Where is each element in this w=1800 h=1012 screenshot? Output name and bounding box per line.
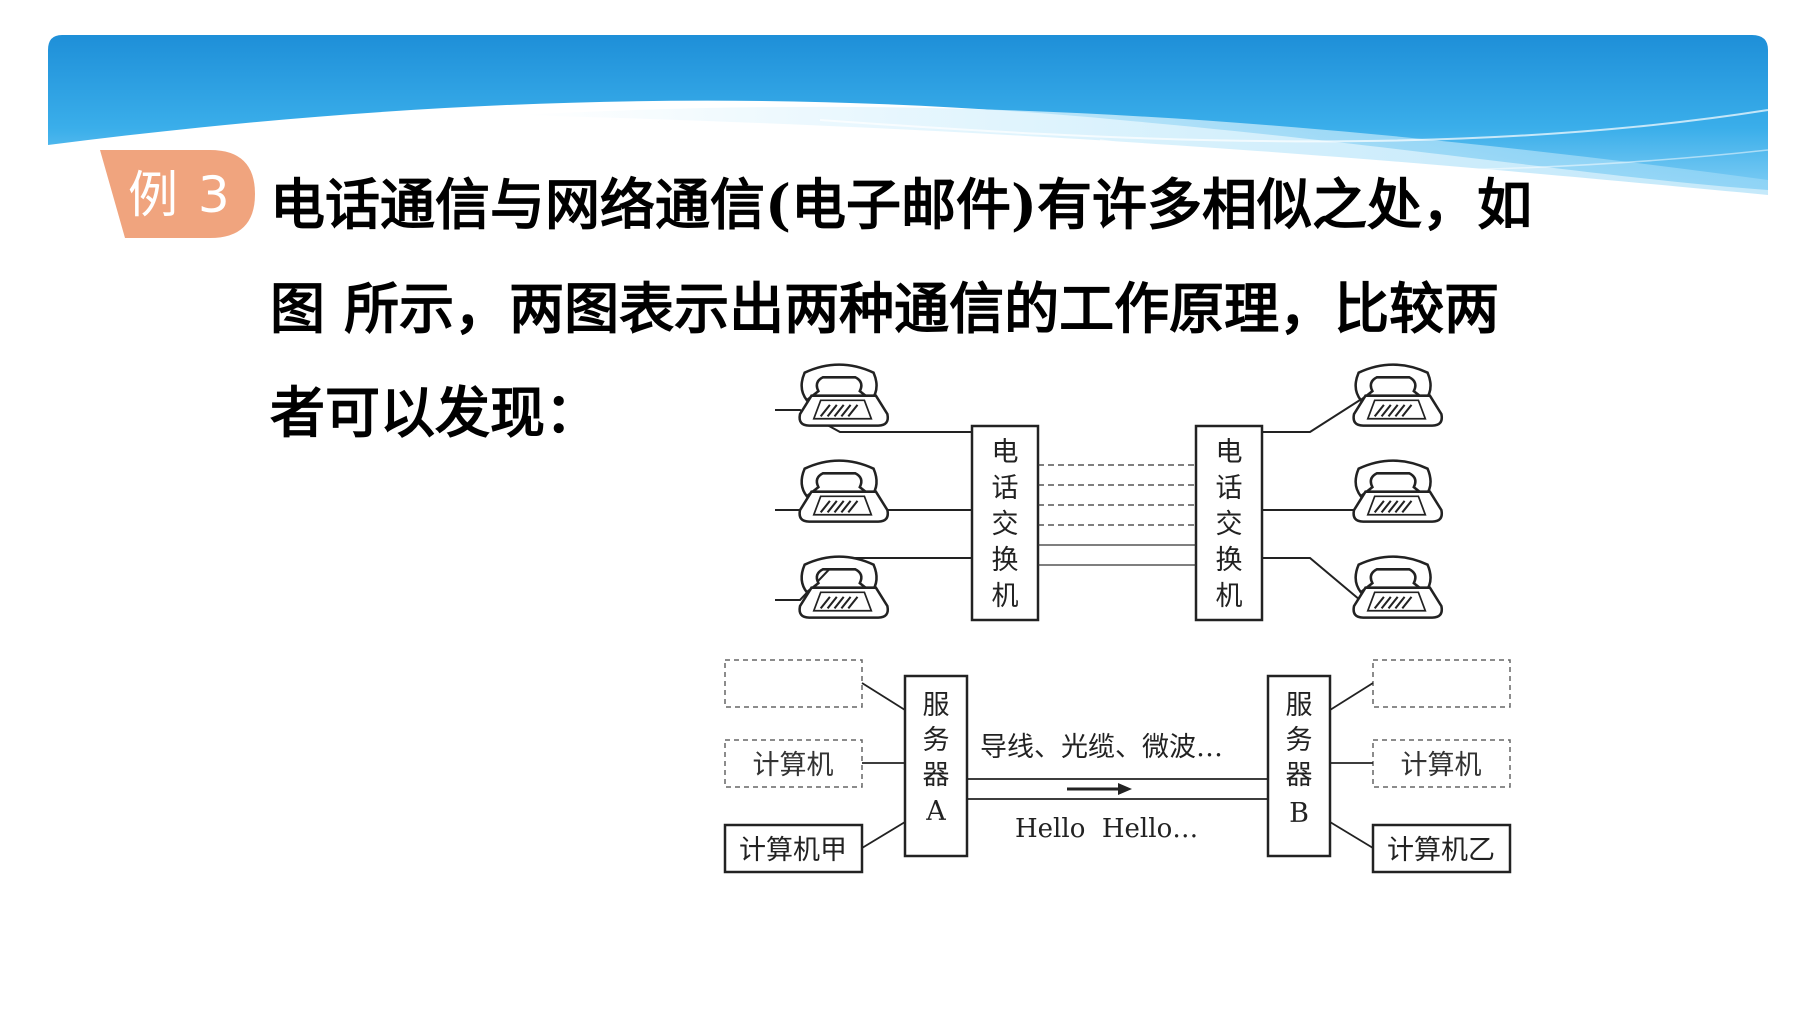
server-a-char: 务 xyxy=(923,725,950,756)
computer-box-dashed xyxy=(724,739,863,788)
link-label: 导线、光缆、微波… xyxy=(980,732,1223,763)
arrow-right-icon xyxy=(1067,783,1132,795)
computer-yi-label: 计算机乙 xyxy=(1387,835,1495,866)
switch-right-char: 电 xyxy=(1216,437,1243,468)
question-line-1: 电话通信与网络通信(电子邮件)有许多相似之处，如 xyxy=(270,172,1533,237)
server-b-char: B xyxy=(1289,798,1309,829)
banner-shape xyxy=(48,35,1768,190)
switch-left-char: 话 xyxy=(992,473,1019,504)
switch-right-char: 交 xyxy=(1216,509,1243,540)
server-a-char: 器 xyxy=(923,760,950,791)
communication-diagram: 电 话 交 换 机 电 话 交 换 机 xyxy=(723,363,1512,874)
server-a-char: 服 xyxy=(923,690,950,721)
banner-wave xyxy=(520,106,1768,195)
switch-right-box xyxy=(1194,424,1264,622)
question-line-2: 图 所示，两图表示出两种通信的工作原理，比较两 xyxy=(270,276,1500,341)
telephone-icon xyxy=(1352,363,1444,427)
server-b-box xyxy=(1266,674,1332,858)
telephone-icon xyxy=(798,363,890,427)
computer-wires xyxy=(861,682,1374,849)
computer-label: 计算机 xyxy=(1401,750,1482,781)
switch-right-char: 机 xyxy=(1216,581,1243,612)
computer-label: 计算机 xyxy=(753,750,834,781)
switch-left-char: 换 xyxy=(992,545,1019,576)
computer-network: 服 务 器 A 服 务 器 B 导线、光缆、微波… Hello Hello… 计… xyxy=(723,659,1512,874)
switch-right-char: 话 xyxy=(1216,473,1243,504)
computer-yi-box xyxy=(1371,823,1512,874)
telephone-icon xyxy=(1352,555,1444,619)
example-tag-label: 例 3 xyxy=(128,166,232,224)
telephone-network: 电 话 交 换 机 电 话 交 换 机 xyxy=(775,363,1444,622)
telephone-icon xyxy=(798,555,890,619)
switch-left-char: 交 xyxy=(992,509,1019,540)
server-a-box xyxy=(903,674,969,858)
computer-box-dashed xyxy=(1372,659,1511,708)
switch-left-char: 机 xyxy=(992,581,1019,612)
server-b-char: 服 xyxy=(1286,690,1313,721)
computer-box-dashed xyxy=(724,659,863,708)
message-label: Hello Hello… xyxy=(1015,814,1198,844)
example-tag-shape xyxy=(100,150,255,238)
question-line-3: 者可以发现： xyxy=(270,380,601,445)
computer-jia-label: 计算机甲 xyxy=(739,835,847,866)
telephone-icon xyxy=(1352,459,1444,523)
switch-left-char: 电 xyxy=(992,437,1019,468)
server-a-char: A xyxy=(925,796,946,827)
telephone-icon xyxy=(798,459,890,523)
switch-left-box xyxy=(970,424,1040,622)
header-banner xyxy=(48,35,1769,206)
server-b-char: 器 xyxy=(1286,760,1313,791)
trunk-lines xyxy=(1038,464,1196,566)
computer-jia-box xyxy=(723,823,864,874)
server-b-char: 务 xyxy=(1286,725,1313,756)
switch-right-char: 换 xyxy=(1216,545,1243,576)
